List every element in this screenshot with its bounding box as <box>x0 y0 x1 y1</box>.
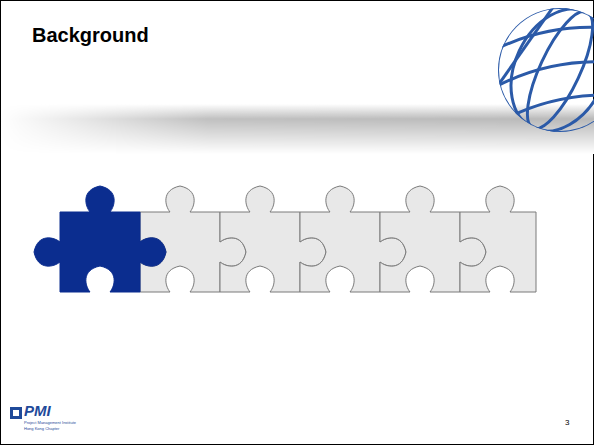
logo-mark <box>10 407 22 419</box>
slide-title: Background <box>32 24 149 47</box>
gradient-band <box>0 104 594 154</box>
page-number: 3 <box>565 419 569 427</box>
puzzle-pieces <box>34 186 536 292</box>
logo-subtext: Hong Kong Chapter <box>24 427 59 431</box>
logo-subtext: Project Management Institute <box>24 421 76 425</box>
globe-icon <box>481 0 594 147</box>
logo-text: PMI <box>24 403 51 418</box>
